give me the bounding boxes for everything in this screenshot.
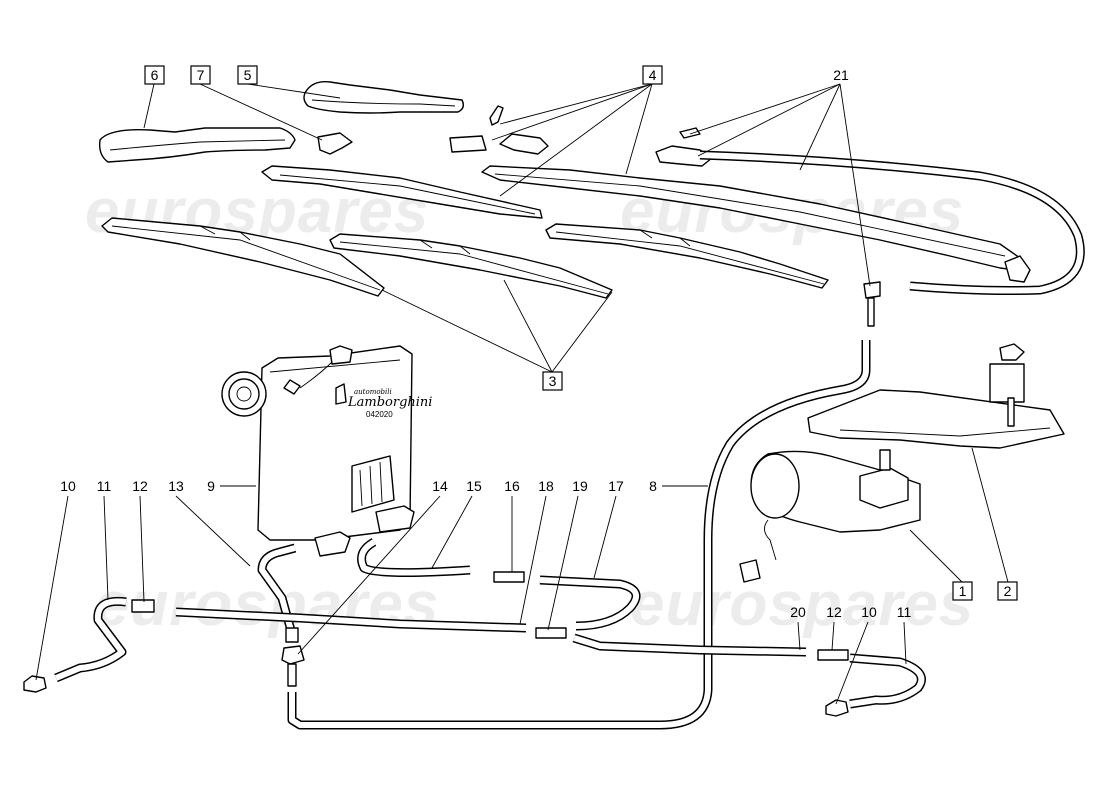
callout-10-right: 10 bbox=[861, 604, 877, 620]
wiper-arm-bar bbox=[481, 165, 1031, 283]
cover-clip bbox=[317, 132, 353, 155]
callout-12-left: 12 bbox=[132, 478, 148, 494]
tank-brand-small: automobili bbox=[354, 388, 392, 396]
wiper-blade-3 bbox=[545, 223, 829, 289]
hose-20 bbox=[572, 633, 807, 657]
callout-box-7 bbox=[190, 65, 211, 85]
tank-part-code: 042020 bbox=[366, 410, 393, 419]
connectors bbox=[23, 571, 849, 717]
callout-20: 20 bbox=[790, 604, 806, 620]
callout-10-left: 10 bbox=[60, 478, 76, 494]
callout-16: 16 bbox=[504, 478, 520, 494]
washer-jet-parts bbox=[655, 127, 1085, 327]
callout-19: 19 bbox=[572, 478, 588, 494]
callout-box-5 bbox=[237, 65, 258, 85]
hose-15 bbox=[357, 538, 471, 578]
callout-17: 17 bbox=[608, 478, 624, 494]
callout-label-6: 6 bbox=[151, 67, 159, 83]
callout-18: 18 bbox=[538, 478, 554, 494]
callout-15: 15 bbox=[466, 478, 482, 494]
callout-11-right: 11 bbox=[897, 604, 912, 620]
wiper-motor bbox=[739, 449, 921, 583]
boxed-callouts: 6 7 5 4 3 1 2 bbox=[144, 65, 1018, 601]
callout-box-3 bbox=[542, 371, 563, 391]
tank-brand-name: Lamborghini bbox=[347, 395, 432, 410]
callout-14: 14 bbox=[432, 478, 448, 494]
callout-label-3: 3 bbox=[549, 373, 557, 389]
callout-9: 9 bbox=[207, 478, 215, 494]
callout-box-6 bbox=[144, 65, 165, 85]
hose-11-left bbox=[54, 596, 127, 683]
wiper-cover-right bbox=[303, 81, 465, 114]
hose-17 bbox=[539, 575, 641, 631]
wiper-linkage-rod bbox=[261, 165, 543, 219]
callout-box-1 bbox=[952, 581, 973, 601]
callout-8: 8 bbox=[649, 478, 657, 494]
callout-label-4: 4 bbox=[649, 67, 657, 83]
watermark-bottom-right: eurospares bbox=[630, 570, 974, 639]
callout-label-1: 1 bbox=[959, 583, 967, 599]
callout-label-5: 5 bbox=[244, 67, 252, 83]
wiper-bracket bbox=[807, 343, 1065, 449]
hose-11-right bbox=[849, 653, 926, 709]
hose-13 bbox=[257, 543, 297, 636]
callout-11-left: 11 bbox=[97, 478, 112, 494]
plain-callouts: 21 10 11 12 13 9 14 15 16 18 19 17 8 20 … bbox=[60, 67, 911, 620]
callout-label-2: 2 bbox=[1004, 583, 1012, 599]
wiper-arm-hardware bbox=[449, 105, 549, 155]
washer-fluid-tank: automobili Lamborghini 042020 bbox=[221, 345, 432, 557]
callout-label-7: 7 bbox=[197, 67, 205, 83]
wiper-blade-2 bbox=[329, 233, 613, 299]
callout-13: 13 bbox=[168, 478, 184, 494]
callout-box-2 bbox=[997, 581, 1018, 601]
wiper-cover-left bbox=[98, 127, 296, 163]
callout-box-4 bbox=[642, 65, 663, 85]
callout-12-right: 12 bbox=[826, 604, 842, 620]
wiper-blade-1 bbox=[101, 217, 385, 297]
hose-8 bbox=[287, 340, 871, 730]
callout-21: 21 bbox=[833, 67, 849, 83]
hose-18 bbox=[175, 607, 527, 633]
leader-lines bbox=[35, 83, 1009, 705]
